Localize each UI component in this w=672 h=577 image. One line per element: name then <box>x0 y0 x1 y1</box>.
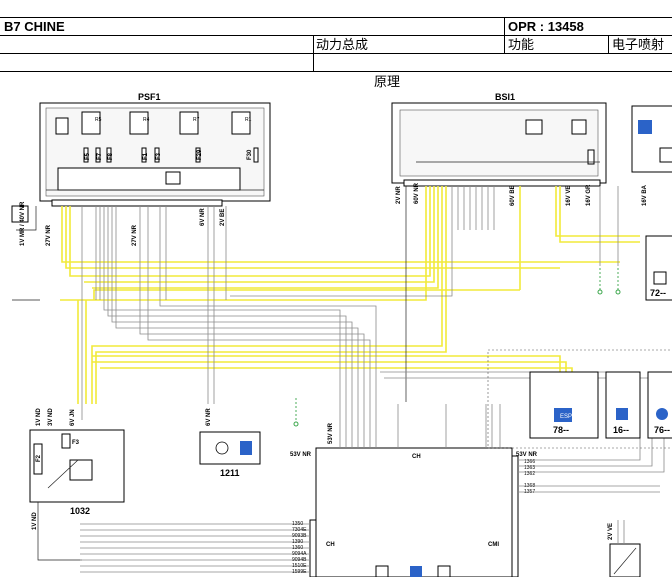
svg-text:2V VE: 2V VE <box>608 523 614 540</box>
svg-text:1366: 1366 <box>524 459 535 465</box>
bsi1-label: BSI1 <box>495 92 515 102</box>
svg-text:7304E: 7304E <box>292 527 307 533</box>
ecu-module <box>315 447 513 577</box>
esp-icon: ESP <box>560 414 572 420</box>
svg-text:9094B: 9094B <box>292 557 307 563</box>
module-16-label: 16-- <box>613 425 629 435</box>
svg-text:16V BA: 16V BA <box>642 184 648 206</box>
module-78 <box>529 371 599 439</box>
relay-r7: R7 <box>193 117 200 123</box>
svg-text:F5: F5 <box>85 152 91 160</box>
relay-r1: R1 <box>245 117 252 123</box>
svg-text:1363: 1363 <box>524 465 535 471</box>
svg-text:1V ND: 1V ND <box>32 512 38 530</box>
module-16 <box>605 371 641 439</box>
svg-text:53V NR: 53V NR <box>516 452 538 458</box>
module-1211-label: 1211 <box>220 468 240 478</box>
svg-text:CH: CH <box>326 542 335 548</box>
module-76 <box>647 371 672 439</box>
module-72 <box>645 235 672 301</box>
svg-text:60V NR: 60V NR <box>414 182 420 204</box>
svg-text:1599E: 1599E <box>292 569 307 575</box>
ground-connector-icon <box>11 205 29 223</box>
section-title: 原理 <box>374 74 401 89</box>
svg-text:60V BE: 60V BE <box>510 185 516 206</box>
svg-text:53V NR: 53V NR <box>328 422 334 444</box>
svg-text:1V MR / 40V NR: 1V MR / 40V NR <box>20 201 26 246</box>
system-label: 动力总成 <box>316 37 369 52</box>
svg-text:27V NR: 27V NR <box>132 224 138 246</box>
svg-text:F2: F2 <box>36 454 42 462</box>
svg-text:F7: F7 <box>97 152 103 160</box>
svg-text:6V NR: 6V NR <box>206 408 212 426</box>
relay-r4: R4 <box>143 117 150 123</box>
vehicle-label: B7 CHINE <box>4 19 65 34</box>
svg-text:F3: F3 <box>72 440 80 446</box>
right-module <box>631 105 672 173</box>
module-76-label: 76-- <box>654 425 670 435</box>
svg-text:27V NR: 27V NR <box>46 224 52 246</box>
opr-label: OPR : 13458 <box>508 19 584 34</box>
psf1-relays: R5 R4 R7 R1 <box>81 111 252 135</box>
svg-text:F30: F30 <box>247 149 253 160</box>
ground-wires <box>293 268 621 427</box>
svg-text:3V ND: 3V ND <box>48 408 54 426</box>
svg-text:1360: 1360 <box>292 545 303 551</box>
relay-r5: R5 <box>95 117 102 123</box>
svg-text:F3: F3 <box>156 152 162 160</box>
module-1032-label: 1032 <box>70 506 90 516</box>
psf1-fuses: F5 F7 F8 F1 F3 F29 F30 <box>83 147 259 163</box>
svg-text:F8: F8 <box>108 152 114 160</box>
ecu-left-wires <box>80 523 310 573</box>
svg-text:16V VE: 16V VE <box>566 186 572 206</box>
svg-text:CH: CH <box>412 454 421 460</box>
svg-text:1390: 1390 <box>292 539 303 545</box>
svg-text:F29: F29 <box>197 149 203 160</box>
svg-text:CMI: CMI <box>488 542 499 548</box>
module-72-label: 72-- <box>650 288 666 298</box>
module-78-label: 78-- <box>553 425 569 435</box>
svg-text:9094A: 9094A <box>292 551 307 557</box>
function-label: 功能 <box>508 37 535 52</box>
yellow-wires <box>60 186 640 404</box>
ecu-top-wires <box>339 404 501 448</box>
svg-text:6V NR: 6V NR <box>200 208 206 226</box>
ecu-left-wire-labels: 1350 7304E 9093B 1390 1360 9094A 9094B 1… <box>292 521 307 575</box>
ecu-right-wire-labels: 1366 1363 1362 1368 1357 <box>524 459 535 495</box>
svg-text:1V ND: 1V ND <box>36 408 42 426</box>
title-block: B7 CHINE OPR : 13458 动力总成 功能 电子喷射 <box>0 0 672 72</box>
function-value: 电子喷射 <box>612 37 665 52</box>
svg-text:53V NR: 53V NR <box>290 452 312 458</box>
svg-text:2V BE: 2V BE <box>220 209 226 226</box>
svg-text:1362: 1362 <box>524 471 535 477</box>
svg-text:6V JN: 6V JN <box>70 409 76 426</box>
svg-text:F1: F1 <box>143 152 149 160</box>
svg-text:16V GR: 16V GR <box>586 184 592 206</box>
svg-text:2V NR: 2V NR <box>396 186 402 204</box>
svg-text:1510E: 1510E <box>292 563 307 569</box>
svg-text:9093B: 9093B <box>292 533 307 539</box>
psf1-label: PSF1 <box>138 92 161 102</box>
svg-text:1350: 1350 <box>292 521 303 527</box>
